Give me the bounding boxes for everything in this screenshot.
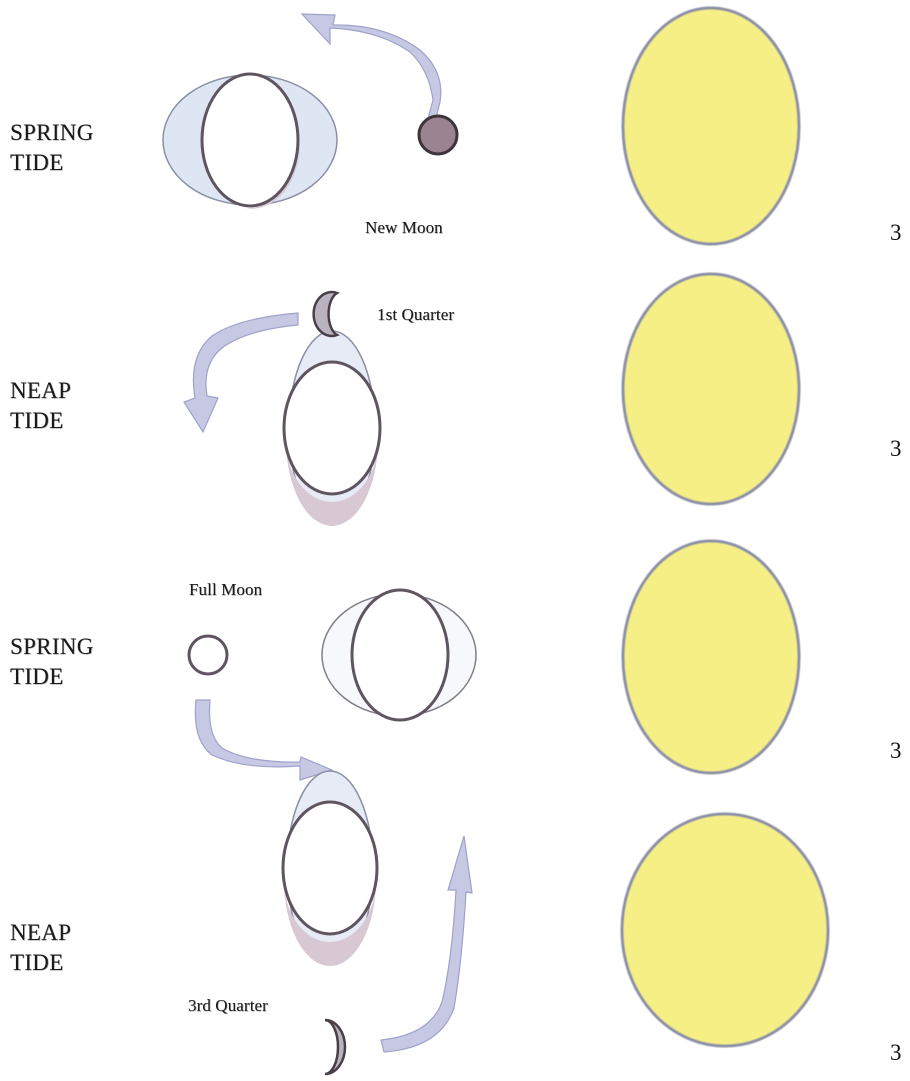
- tide-label-line1: SPRING: [10, 632, 94, 662]
- orbit-arrow: [381, 836, 472, 1052]
- orbit-arrow: [302, 14, 441, 118]
- tide-label-line2: TIDE: [10, 948, 71, 978]
- orbit-arrow: [195, 700, 332, 780]
- tide-label: NEAP TIDE: [10, 376, 71, 436]
- tide-label: SPRING TIDE: [10, 118, 94, 178]
- new-moon-disc: [419, 116, 457, 154]
- earth-disc: [283, 802, 377, 934]
- first-quarter-crescent: [314, 292, 337, 336]
- sun: [622, 814, 828, 1046]
- sun: [623, 8, 799, 244]
- neap-tide-first-quarter-group: [184, 292, 380, 526]
- sun: [623, 274, 799, 504]
- orbit-arrow: [184, 313, 298, 432]
- third-quarter-crescent: [325, 1020, 345, 1074]
- spring-tide-new-moon-group: [163, 14, 457, 209]
- moon-phase-label: 1st Quarter: [377, 305, 454, 325]
- sun-column: [622, 8, 828, 1046]
- earth-disc: [202, 74, 298, 206]
- neap-tide-third-quarter-group: [283, 771, 472, 1074]
- row-number: 3: [890, 436, 902, 462]
- tide-label-line2: TIDE: [10, 148, 94, 178]
- tide-label-line2: TIDE: [10, 662, 94, 692]
- row-number: 3: [890, 738, 902, 764]
- tide-label-line2: TIDE: [10, 406, 71, 436]
- earth-disc: [284, 362, 380, 494]
- moon-phase-label: 3rd Quarter: [188, 996, 268, 1016]
- tide-label: SPRING TIDE: [10, 632, 94, 692]
- moon-phase-label: Full Moon: [189, 580, 262, 600]
- moon-phase-label: New Moon: [365, 218, 443, 238]
- tide-label-line1: NEAP: [10, 918, 71, 948]
- full-moon-disc: [189, 636, 227, 674]
- sun: [623, 541, 799, 773]
- earth-disc: [352, 590, 448, 720]
- tide-label-line1: NEAP: [10, 376, 71, 406]
- spring-tide-full-moon-group: [189, 590, 476, 780]
- row-number: 3: [890, 1040, 902, 1066]
- tide-label: NEAP TIDE: [10, 918, 71, 978]
- row-number: 3: [890, 220, 902, 246]
- tide-label-line1: SPRING: [10, 118, 94, 148]
